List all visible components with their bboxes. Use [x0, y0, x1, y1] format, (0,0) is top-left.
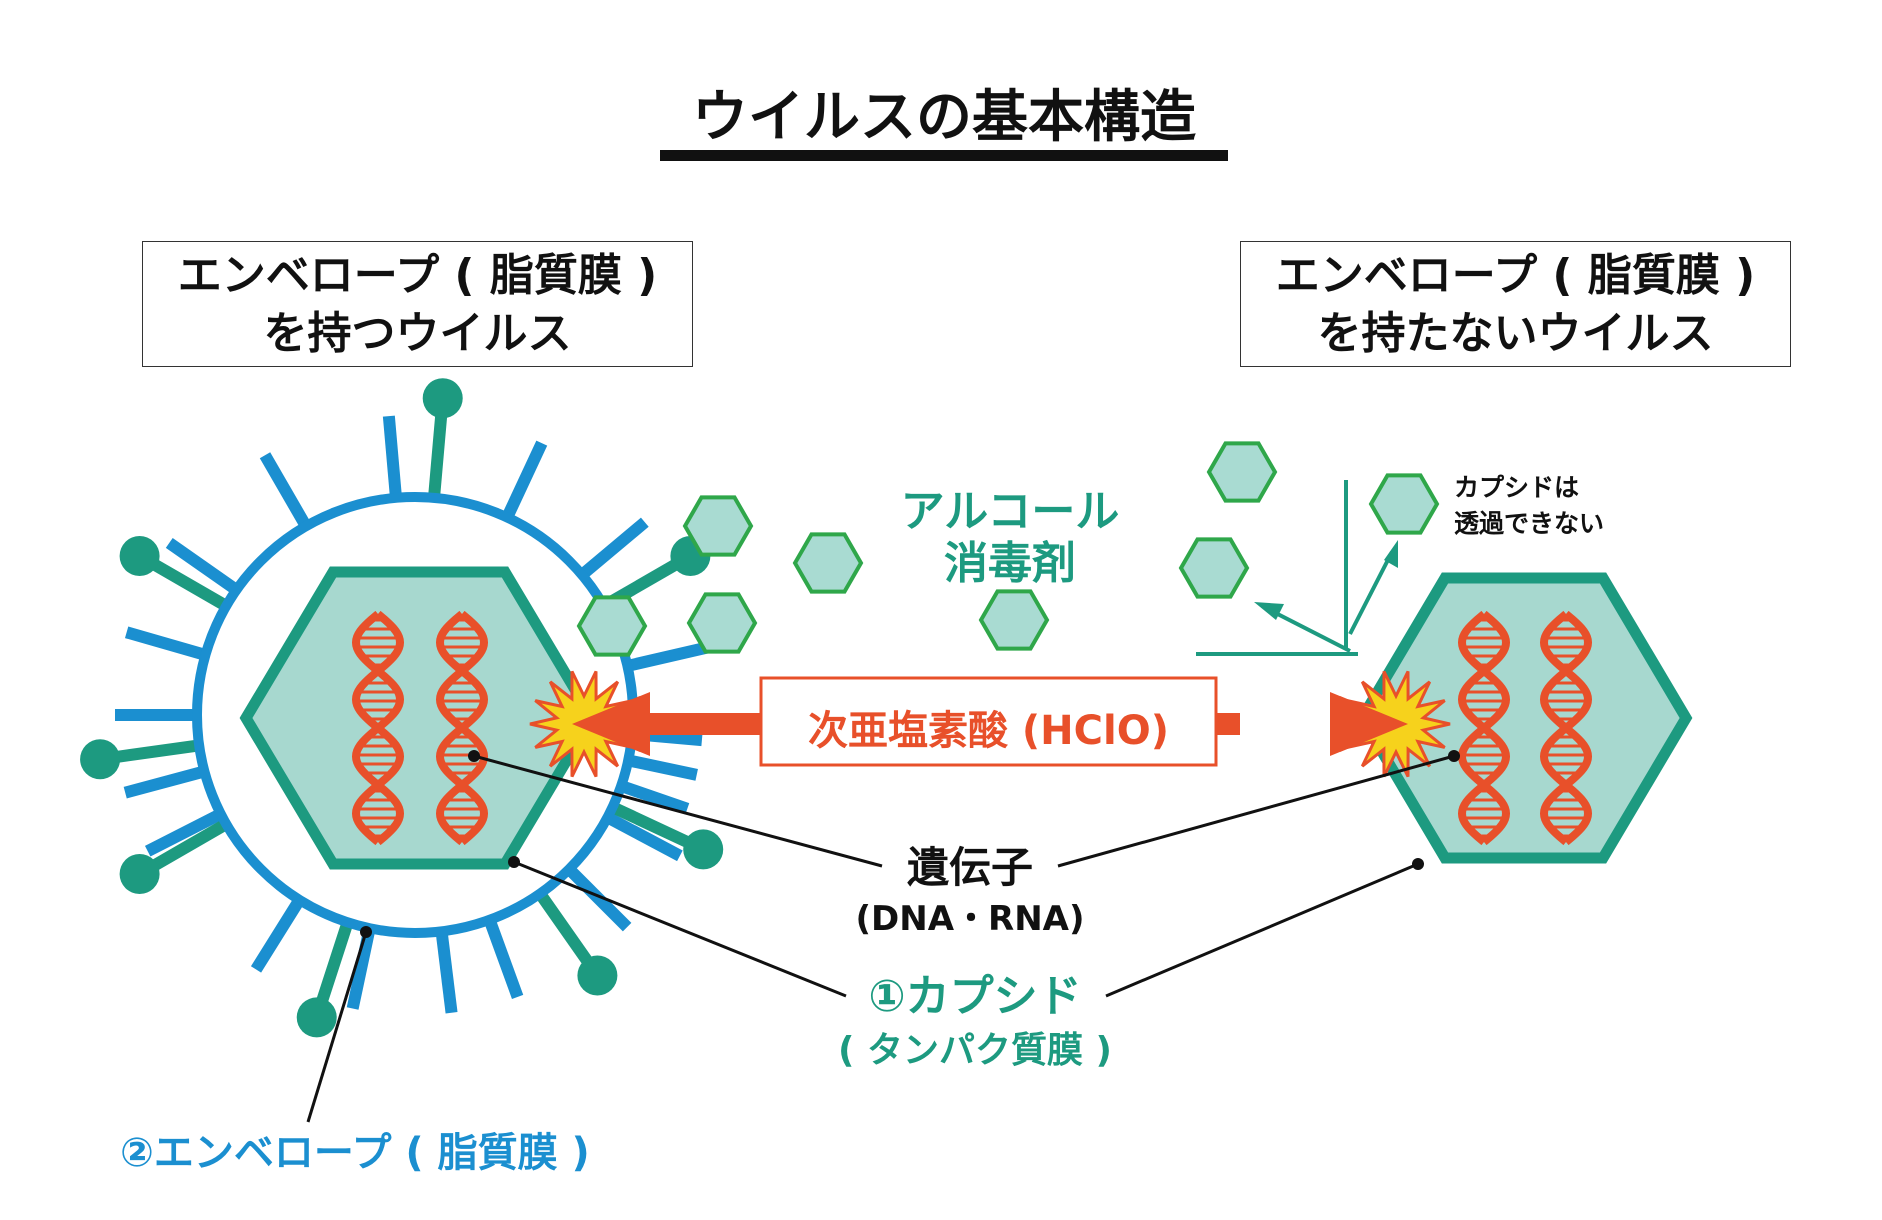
dna-helix-icon	[435, 610, 489, 846]
capsid-note-line1: カプシドは	[1454, 473, 1580, 502]
arrow-head-icon	[572, 696, 640, 752]
dna-strand	[351, 610, 405, 846]
arrow-head-icon	[1340, 696, 1408, 752]
alcohol-molecule-hexagon	[682, 495, 754, 557]
knob-spike-head	[119, 536, 160, 576]
alcohol-molecule-hexagon	[792, 532, 864, 594]
alcohol-molecule-hexagon	[1368, 473, 1440, 535]
blue-spike	[607, 813, 683, 862]
envelope-spikes	[115, 415, 709, 1014]
capsid-label-line1: ①カプシド	[868, 971, 1082, 1022]
title-underline	[660, 150, 1228, 161]
alcohol-label-line1: アルコール	[900, 486, 1120, 537]
gene-label-line2: (DNA・RNA)	[855, 899, 1085, 939]
leader-lines	[306, 754, 1455, 1123]
right-virus-heading: エンベロープ ( 脂質膜 ) を持たないウイルス	[1240, 241, 1791, 367]
knob-spike-head	[422, 378, 463, 419]
right-heading-line2: を持たないウイルス	[1317, 308, 1714, 359]
capsid-label-line2: ( タンパク質膜 )	[838, 1030, 1112, 1071]
alcohol-molecule-hexagon	[1178, 537, 1250, 599]
hclo-label: 次亜塩素酸 (HClO)	[807, 708, 1170, 754]
dna-helix-icon	[351, 610, 405, 846]
blue-spike	[502, 440, 548, 518]
dna-helix-icon	[1457, 610, 1511, 846]
capsid-note: カプシドは 透過できない	[1454, 470, 1604, 542]
arrow-head-icon	[1384, 540, 1398, 568]
right-heading-line1: エンベロープ ( 脂質膜 )	[1275, 250, 1756, 301]
blue-spike	[435, 933, 458, 1014]
blue-spike	[165, 538, 238, 594]
hclo-label-box	[759, 676, 1218, 767]
alcohol-molecule-hexagon	[1206, 441, 1278, 503]
capsid-label: ①カプシド ( タンパク質膜 )	[790, 968, 1160, 1076]
blue-spike	[346, 929, 375, 1010]
blue-spike	[382, 415, 402, 496]
blue-spike	[622, 781, 690, 815]
alcohol-molecule-hexagon	[576, 595, 648, 657]
dna-helix-icon	[1539, 610, 1593, 846]
alcohol-molecules	[576, 441, 1440, 657]
knob-spike-head	[683, 829, 724, 870]
knob-spike-head	[80, 739, 121, 780]
knob-spike-head	[577, 955, 618, 996]
blue-spike	[124, 626, 205, 660]
blue-spike	[567, 867, 632, 932]
alcohol-molecule-hexagon	[978, 589, 1050, 651]
alcohol-label: アルコール 消毒剤	[880, 486, 1140, 590]
left-heading-line1: エンベロープ ( 脂質膜 )	[177, 250, 658, 301]
left-virus-heading: エンベロープ ( 脂質膜 ) を持つウイルス	[142, 241, 693, 367]
knob-spike-head	[296, 997, 337, 1038]
leader-dots	[360, 750, 1460, 938]
right-capsid-hexagon	[1355, 572, 1693, 864]
alcohol-label-line2: 消毒剤	[944, 538, 1076, 589]
blue-spike	[629, 755, 698, 781]
dna-strand	[1457, 610, 1511, 846]
blue-spike	[123, 766, 204, 799]
blue-spike	[259, 452, 310, 527]
blue-spike	[144, 809, 221, 857]
envelope-knob-spikes	[80, 378, 724, 1038]
arrow-head-icon	[1254, 602, 1284, 620]
capsid-note-line2: 透過できない	[1454, 509, 1605, 538]
blue-spike	[628, 641, 709, 672]
blue-spike	[250, 899, 303, 973]
page-title: ウイルスの基本構造	[692, 85, 1196, 150]
dna-strand	[1539, 610, 1593, 846]
alcohol-molecule-hexagon	[686, 592, 758, 654]
gene-label-line1: 遺伝子	[906, 843, 1033, 892]
left-heading-line2: を持つウイルス	[263, 308, 572, 359]
dna-strand	[435, 610, 489, 846]
gene-label: 遺伝子 (DNA・RNA)	[820, 840, 1120, 942]
knob-spike-head	[119, 854, 160, 894]
blue-spike	[484, 920, 524, 999]
envelope-label: ②エンベロープ ( 脂質膜 )	[120, 1130, 590, 1176]
blue-spike	[580, 517, 649, 578]
